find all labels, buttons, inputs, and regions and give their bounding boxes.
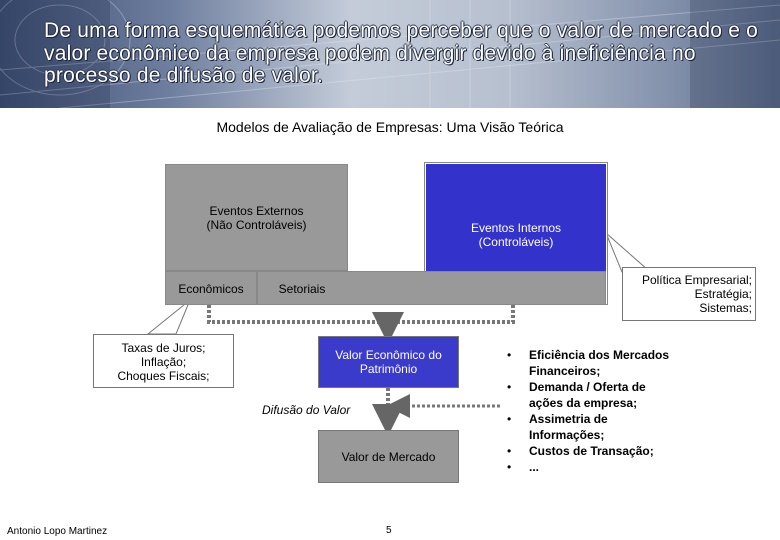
list-item: •Assimetria de Informações; (503, 411, 683, 443)
sectoral-label: Setoriais (257, 282, 347, 296)
list-item: •Custos de Transação; (503, 443, 683, 459)
economic-callout-tail (148, 300, 190, 334)
bullet-icon: • (507, 347, 511, 363)
bullet-icon: • (507, 459, 511, 475)
page-number: 5 (386, 525, 392, 536)
diffusion-factors-list: •Eficiência dos Mercados Financeiros; •D… (503, 347, 683, 475)
economic-callout-text: Taxas de Juros; Inflação; Choques Fiscai… (93, 341, 234, 383)
bullet-icon: • (507, 411, 511, 427)
internal-callout-text: Política Empresarial; Estratégia; Sistem… (622, 273, 752, 315)
market-value-label: Valor de Mercado (318, 450, 459, 464)
bullet-icon: • (507, 443, 511, 459)
list-item: •Eficiência dos Mercados Financeiros; (503, 347, 683, 379)
economic-label: Econômicos (165, 282, 257, 296)
connector-bracket (209, 305, 513, 322)
internal-events-label: Eventos Internos (Controláveis) (430, 221, 602, 249)
list-item: •Demanda / Oferta de ações da empresa; (503, 379, 683, 411)
value-diffusion-label: Difusão do Valor (262, 403, 378, 417)
bullet-icon: • (507, 379, 511, 395)
list-item: •... (503, 459, 683, 475)
economic-value-label: Valor Econômico do Patrimônio (318, 348, 459, 376)
external-events-label: Eventos Externos (Não Controláveis) (170, 204, 343, 232)
footer-author: Antonio Lopo Martinez (7, 526, 107, 537)
